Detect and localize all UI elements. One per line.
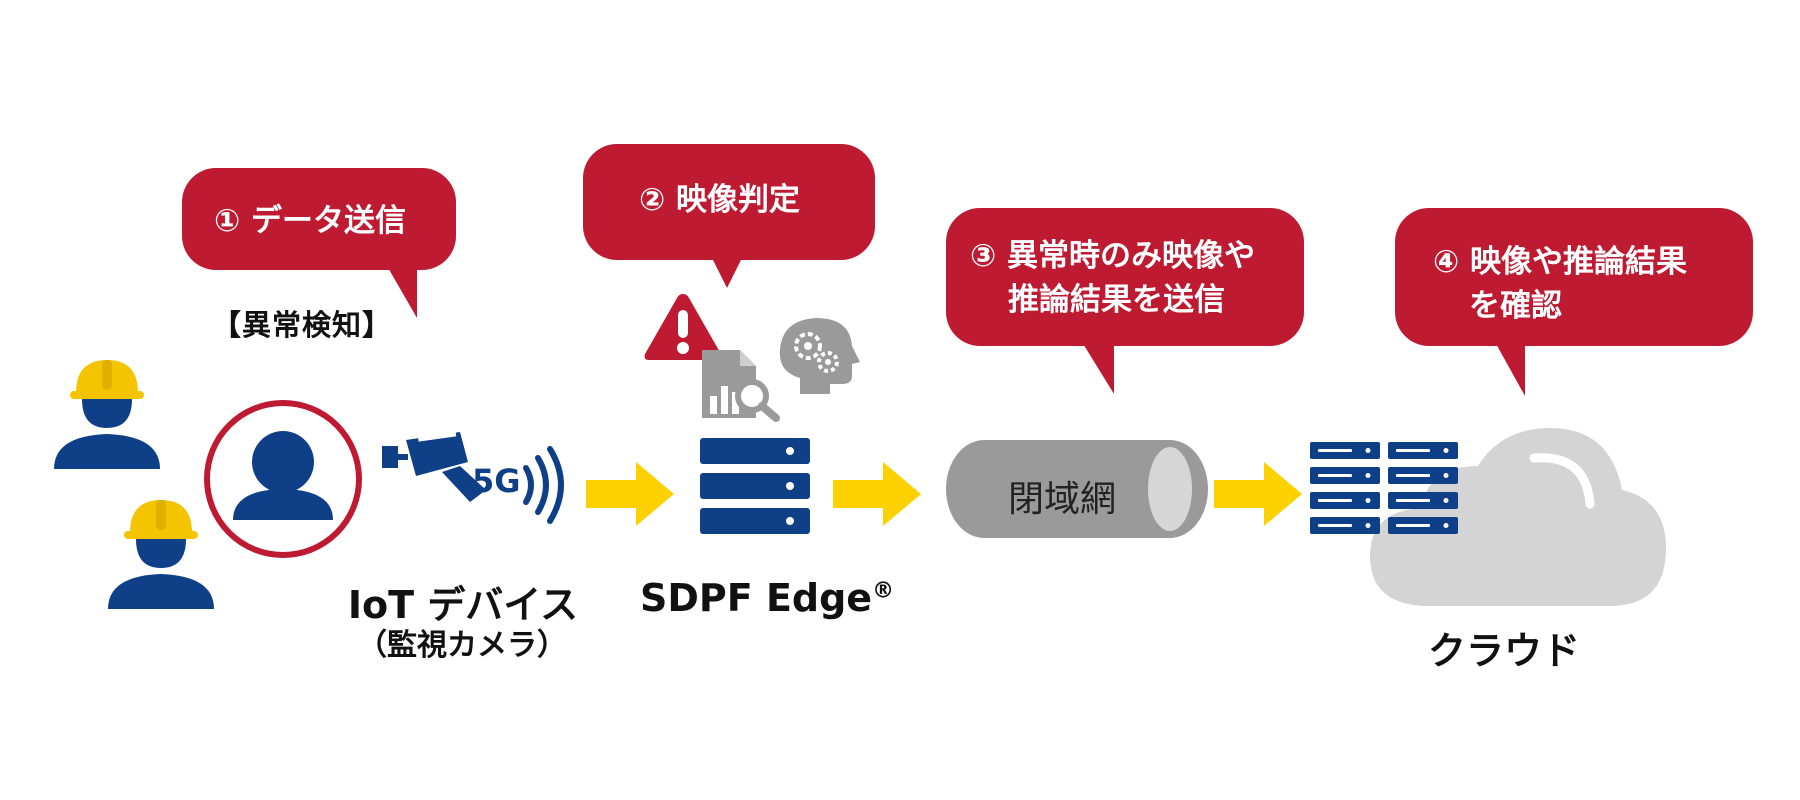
arrow-right-icon [833, 462, 921, 526]
worker-icon [54, 360, 160, 469]
step3-number: ③ [970, 238, 997, 274]
step4-line2: を確認 [1469, 288, 1562, 324]
arrow-right-icon [1214, 462, 1302, 526]
anomaly-detection-label: 【異常検知】 [212, 308, 393, 342]
step3-line1: 異常時のみ映像や [1007, 238, 1256, 274]
step1-number: ① [214, 203, 241, 239]
server-rack-icon [700, 438, 810, 534]
bubble-tail [387, 266, 417, 318]
person-in-circle-icon [204, 400, 362, 558]
worker-icon [108, 500, 214, 609]
cloud-icon [1370, 427, 1666, 606]
sdpf-edge-label: SDPF Edge® [640, 576, 894, 620]
bubble-step4-confirm: ④ 映像や推論結果 を確認 [1395, 208, 1753, 396]
signal-waves-icon [523, 446, 564, 524]
network-5g-label: 5G [472, 462, 521, 500]
document-chart-search-icon [702, 350, 780, 422]
bubble-tail [1495, 342, 1525, 396]
bubble-step2-image-judgement: ② 映像判定 [583, 144, 875, 288]
bubble-tail [1082, 342, 1114, 394]
closed-network-label: 閉域網 [1008, 479, 1117, 520]
step4-number: ④ [1433, 244, 1460, 280]
step4-line1: 映像や推論結果 [1470, 244, 1688, 280]
cloud-label: クラウド [1428, 629, 1581, 673]
arrow-right-icon [586, 462, 674, 526]
registered-mark: ® [872, 578, 895, 604]
step1-text: データ送信 [251, 203, 407, 239]
bubble-tail [711, 256, 743, 288]
sdpf-edge-name: SDPF Edge [640, 576, 873, 620]
security-camera-icon [382, 431, 486, 502]
bubble-step3-send-on-anomaly: ③ 異常時のみ映像や 推論結果を送信 [946, 208, 1304, 394]
bubble-step1-data-send: ① データ送信 [182, 168, 456, 318]
server-rack-icon [1310, 442, 1458, 534]
ai-head-gears-icon [779, 318, 860, 394]
step2-text: 映像判定 [676, 182, 801, 218]
pipe-icon [946, 440, 1208, 538]
surveillance-camera-label: （監視カメラ） [357, 628, 567, 663]
step3-line2: 推論結果を送信 [1008, 282, 1225, 318]
step2-number: ② [639, 182, 666, 218]
iot-device-label: IoT デバイス [347, 583, 579, 627]
warning-icon [644, 294, 722, 360]
